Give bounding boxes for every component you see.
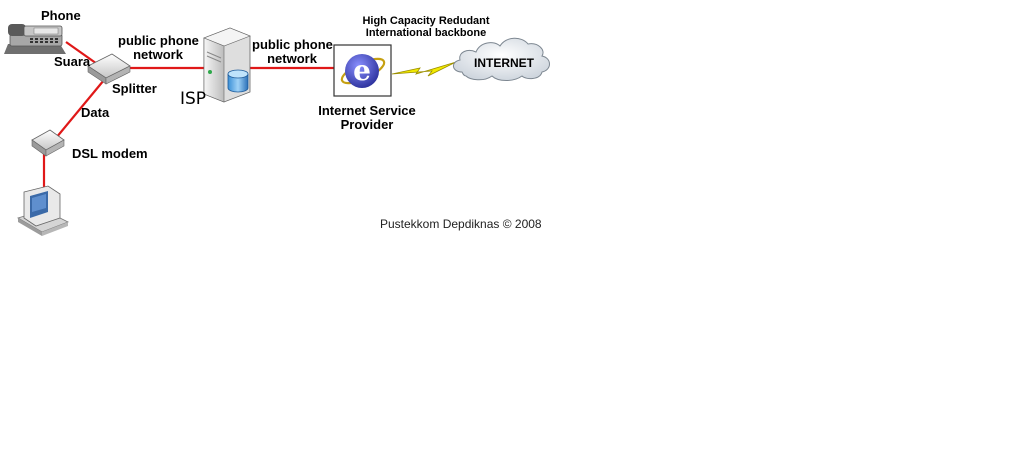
internet-label: INTERNET: [474, 56, 534, 70]
internet-provider-icon: e: [333, 44, 392, 97]
phone-icon: [4, 24, 66, 54]
copyright-credit: Pustekkom Depdiknas © 2008: [380, 217, 542, 231]
links: [42, 41, 336, 190]
svg-text:e: e: [353, 54, 371, 87]
splitter-icon: [87, 53, 131, 85]
isp-label: ISP: [180, 89, 207, 109]
database-icon: [227, 69, 249, 93]
dsl-modem-label: DSL modem: [72, 146, 148, 161]
computer-icon: [17, 185, 69, 236]
backbone-label: High Capacity Redudant International bac…: [362, 15, 490, 39]
dsl-modem-icon: [31, 129, 65, 157]
internet-service-provider-label: Internet Service Provider: [318, 103, 416, 132]
suara-label: Suara: [54, 54, 91, 69]
public-phone-network-label-2: public phone network: [252, 37, 333, 66]
phone-label: Phone: [41, 8, 81, 23]
link-splitter-modem: [55, 79, 105, 139]
data-label: Data: [81, 105, 110, 120]
internet-cloud-icon: [453, 37, 550, 81]
splitter-label: Splitter: [112, 81, 157, 96]
link-phone-splitter: [65, 41, 101, 67]
public-phone-network-label-1: public phone network: [118, 33, 199, 62]
lightning-bolt-icon: [391, 61, 457, 77]
